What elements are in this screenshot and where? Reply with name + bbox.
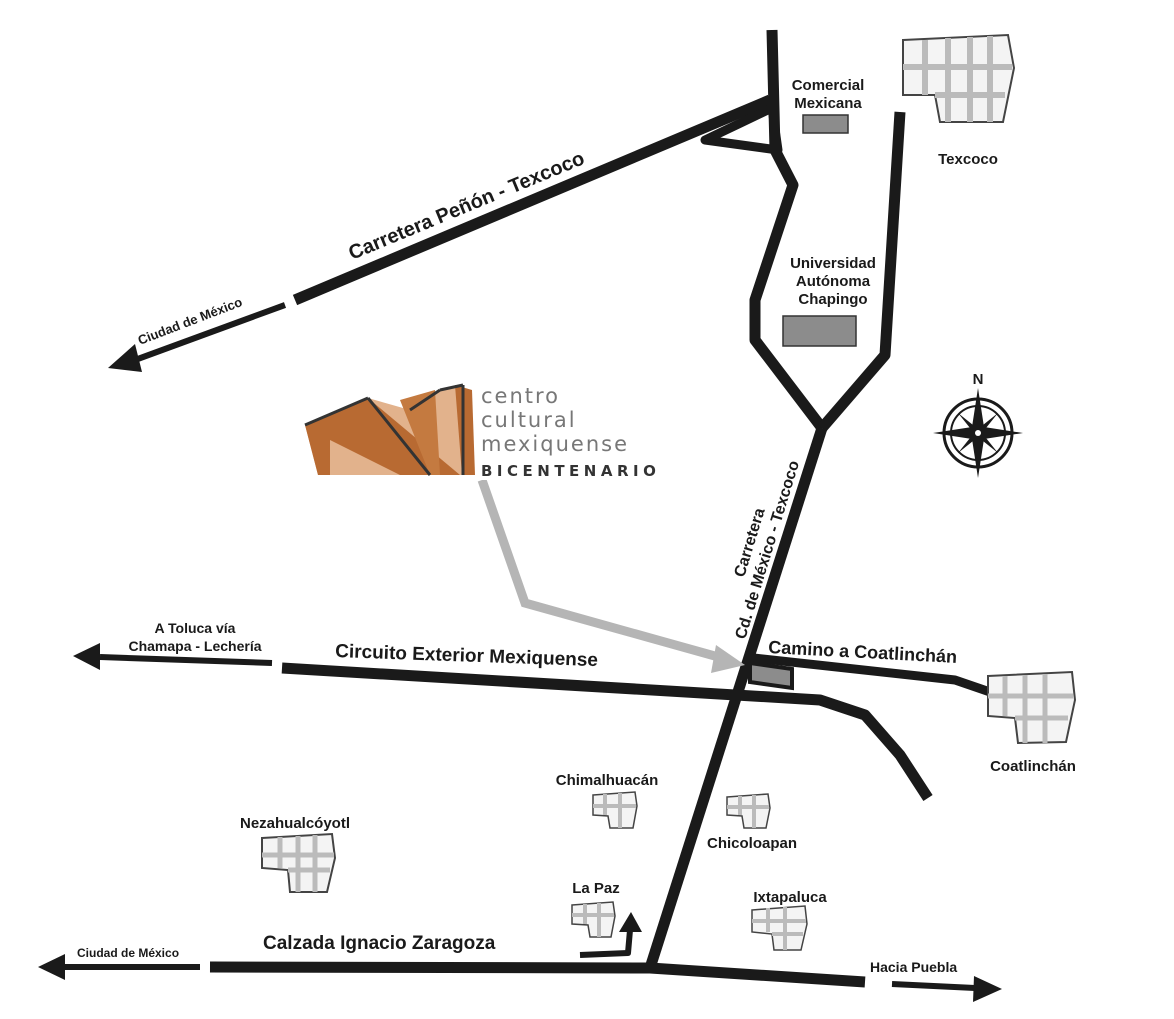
label-uach-1: Universidad <box>790 255 876 272</box>
label-uach-3: Chapingo <box>798 291 867 308</box>
arrow-head-puebla <box>973 976 1002 1002</box>
label-la-paz: La Paz <box>572 880 620 897</box>
label-comercial-2: Mexicana <box>794 95 862 112</box>
chapingo-building <box>782 315 857 347</box>
label-ciudad-de-mexico-sw: Ciudad de México <box>77 946 179 960</box>
town-nezahualcoyotl-icon <box>261 832 337 893</box>
road-north-west-branch <box>749 29 827 432</box>
roads <box>38 29 1002 1002</box>
logo-text-centro: centro <box>481 384 560 408</box>
label-texcoco: Texcoco <box>938 151 998 168</box>
town-texcoco-icon <box>902 33 1016 123</box>
label-comercial-1: Comercial <box>792 77 865 94</box>
label-nezahualcoyotl: Nezahualcóyotl <box>240 815 350 832</box>
centro-cultural-logo: centro cultural mexiquense BICENTENARIO <box>292 362 702 480</box>
arrow-head-sw <box>38 954 65 980</box>
town-la-paz-icon <box>571 901 616 938</box>
pointer-arrow-head <box>711 645 745 673</box>
label-ixtapaluca: Ixtapaluca <box>753 889 827 906</box>
town-coatlinchan-icon <box>987 670 1077 745</box>
label-hacia-puebla: Hacia Puebla <box>870 959 957 975</box>
label-calzada-zaragoza: Calzada Ignacio Zaragoza <box>263 933 496 954</box>
compass-rose-icon: N <box>933 371 1023 478</box>
town-chicoloapan-icon <box>726 793 771 829</box>
logo-text-bicentenario: BICENTENARIO <box>481 462 660 480</box>
label-toluca-2: Chamapa - Lechería <box>128 638 261 654</box>
road-arrow-toluca <box>99 654 273 666</box>
road-circuito-exterior <box>281 662 933 802</box>
road-la-paz-arrow <box>579 929 633 958</box>
compass-north-label: N <box>973 371 984 388</box>
road-arrow-cd-mexico-nw <box>133 302 287 363</box>
town-chimalhuacan-icon <box>592 791 638 829</box>
logo-text-cultural: cultural <box>481 408 577 432</box>
arrow-head-nw <box>108 344 142 372</box>
label-toluca-1: A Toluca vía <box>155 620 236 636</box>
logo-text-mexiquense: mexiquense <box>481 432 629 456</box>
label-coatlinchan: Coatlinchán <box>990 758 1076 775</box>
arrow-head-toluca <box>73 643 100 670</box>
arrow-head-la-paz <box>619 912 642 932</box>
label-chimalhuacan: Chimalhuacán <box>556 772 659 789</box>
label-circuito-exterior: Circuito Exterior Mexiquense <box>335 641 598 671</box>
road-north-east-branch <box>817 111 906 432</box>
road-arrow-puebla <box>891 981 976 991</box>
town-ixtapaluca-icon <box>751 905 808 951</box>
location-pointer-arrow <box>477 478 724 663</box>
road-calzada-zaragoza <box>209 961 866 988</box>
road-camino-coatlinchan <box>744 652 992 697</box>
label-carretera-penon-texcoco: Carretera Peñón - Texcoco <box>345 147 587 264</box>
label-chicoloapan: Chicoloapan <box>707 835 797 852</box>
comercial-mexicana-building <box>802 114 849 134</box>
label-uach-2: Autónoma <box>796 273 871 290</box>
site-location <box>748 660 794 691</box>
road-penon-texcoco <box>292 94 773 306</box>
